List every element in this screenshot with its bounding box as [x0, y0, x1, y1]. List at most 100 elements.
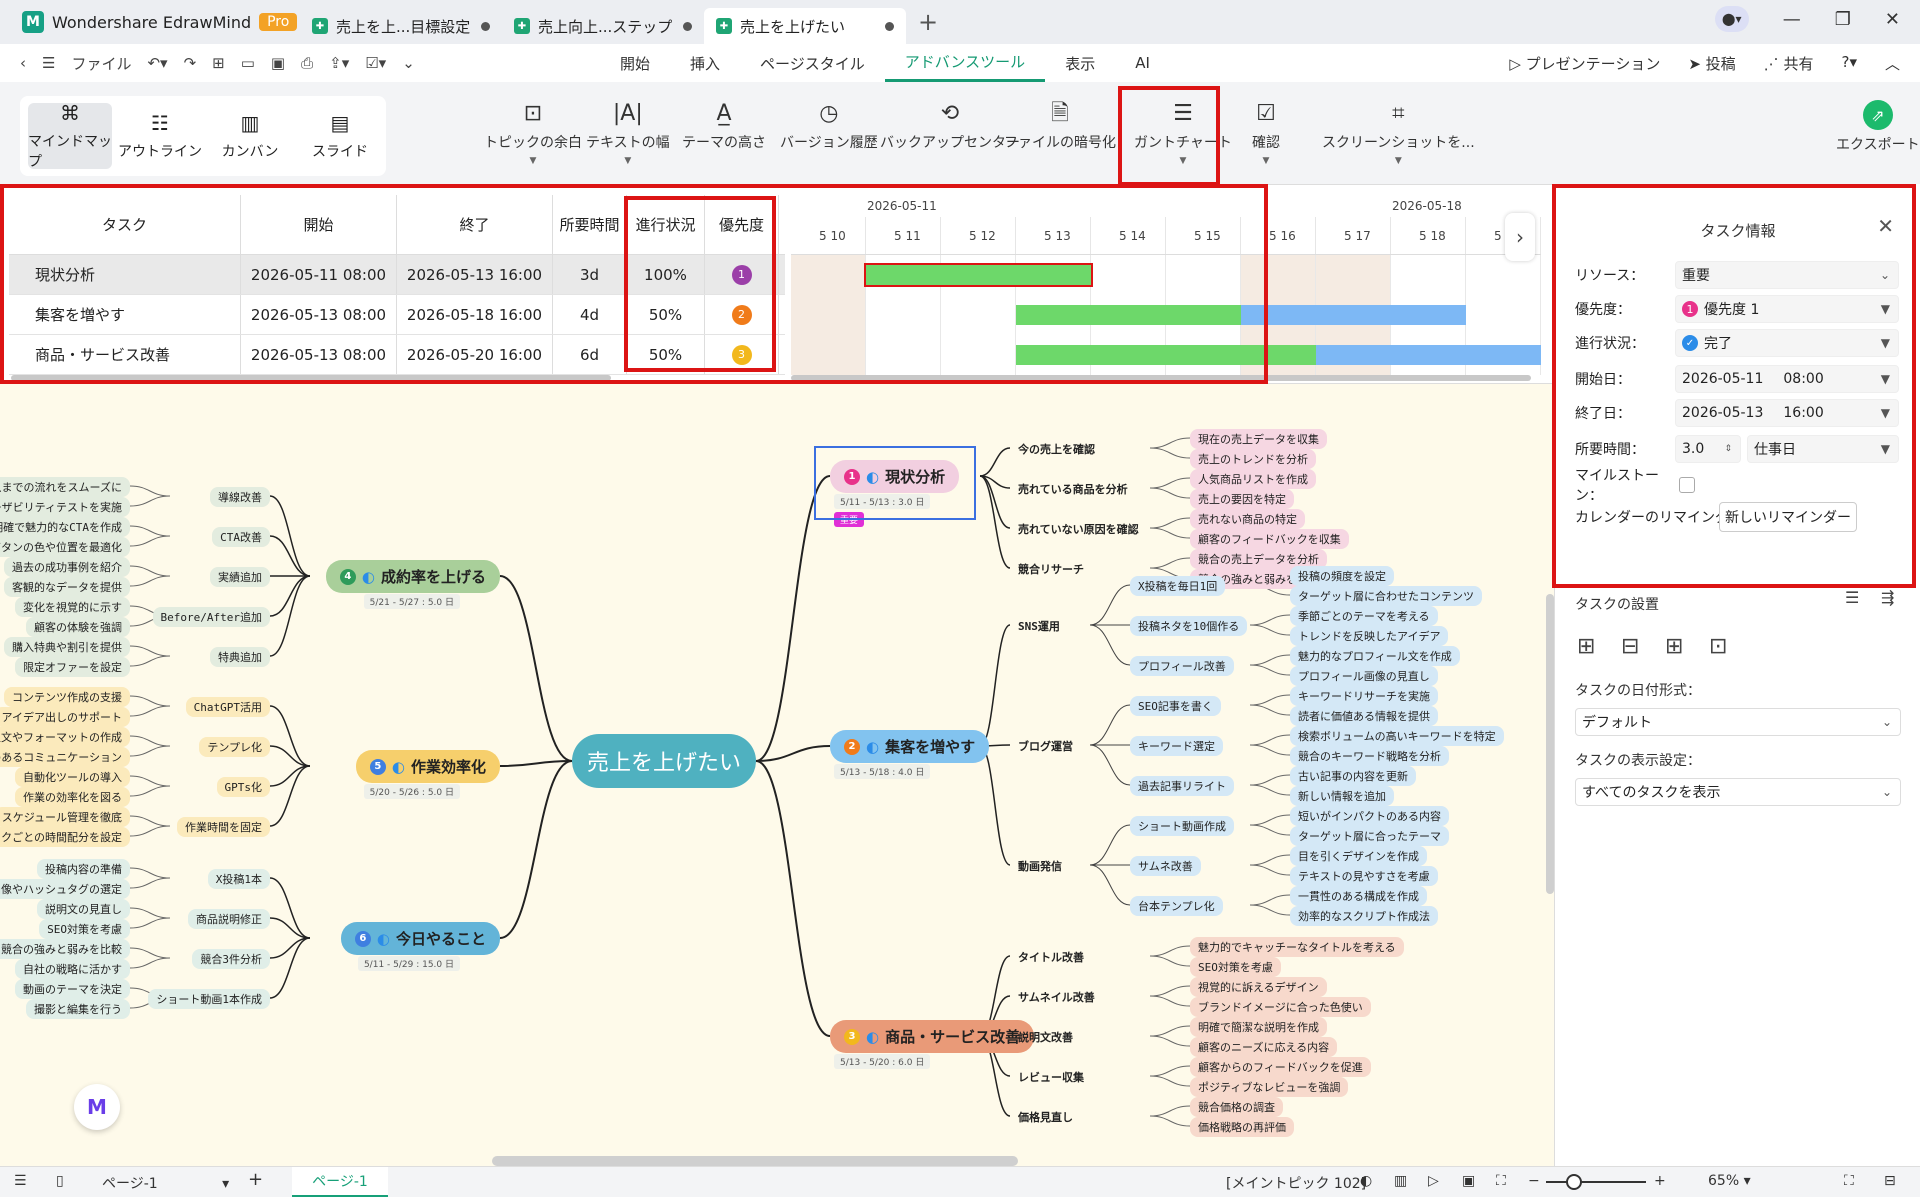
page-list-icon[interactable]: ☰ [14, 1173, 27, 1189]
document-tab-2[interactable]: ✚ 売上向上...ステップ [502, 8, 704, 44]
leaf-topic[interactable]: 魅力的でキャッチーなタイトルを考える [1190, 937, 1404, 957]
add-task-icon[interactable]: ⊞ [1577, 634, 1596, 659]
branch-topic[interactable]: 売れている商品を分析 [1018, 483, 1128, 496]
share-button[interactable]: ⋰ 共有 [1764, 53, 1814, 74]
branch-topic[interactable]: GPTs化 [216, 777, 270, 797]
branch-topic[interactable]: ブログ運営 [1018, 740, 1073, 753]
new-reminder-button[interactable]: 新しいリマインダー [1719, 502, 1857, 532]
branch-topic[interactable]: テンプレ化 [199, 737, 270, 757]
avatar[interactable]: ⬤▾ [1714, 6, 1749, 32]
branch-topic[interactable]: 商品説明修正 [188, 909, 270, 929]
leaf-topic[interactable]: SEO対策を考慮 [39, 919, 130, 939]
gantt-row[interactable]: 現状分析 2026-05-11 08:00 2026-05-13 16:00 3… [9, 255, 785, 295]
leaf-topic[interactable]: 新しい情報を追加 [1290, 786, 1394, 806]
sub-topic[interactable]: 投稿ネタを10個作る [1130, 616, 1248, 636]
gantt-bar[interactable] [864, 263, 1093, 287]
hamburger-icon[interactable]: ☰ [42, 54, 56, 72]
ai-assistant-icon[interactable]: M [74, 1084, 120, 1130]
leaf-topic[interactable]: 価格戦略の再評価 [1190, 1117, 1294, 1137]
branch-topic[interactable]: SNS運用 [1018, 620, 1060, 633]
tab-close-icon[interactable] [683, 21, 692, 31]
branch-topic[interactable]: 競合リサーチ [1018, 563, 1084, 576]
branch-topic[interactable]: 特典追加 [210, 647, 270, 667]
tab-page-style[interactable]: ページスタイル [760, 54, 865, 73]
page-thumbnail-icon[interactable]: ▯ [56, 1173, 64, 1189]
gantt-row[interactable]: 商品・サービス改善 2026-05-13 08:00 2026-05-20 16… [9, 335, 785, 375]
leaf-topic[interactable]: 顧客のニーズに応える内容 [1190, 1037, 1338, 1057]
branch-topic[interactable]: サムネイル改善 [1018, 991, 1095, 1004]
leaf-topic[interactable]: 現在の売上データを収集 [1190, 429, 1327, 449]
leaf-topic[interactable]: 変化を視覚的に示す [15, 597, 130, 617]
leaf-topic[interactable]: 自動化ツールの導入 [15, 767, 130, 787]
play-icon[interactable]: ▷ [1428, 1173, 1439, 1189]
display-setting-select[interactable]: すべてのタスクを表示⌄ [1575, 778, 1901, 806]
gantt-chart-button[interactable]: ☰ガントチャート▼ [1134, 100, 1232, 166]
branch-topic[interactable]: 説明文改善 [1018, 1031, 1073, 1044]
canvas-horizontal-scrollbar[interactable] [492, 1156, 1018, 1166]
main-topic[interactable]: 5◐作業効率化 [355, 750, 500, 783]
header-duration[interactable]: 所要時間 [553, 195, 627, 254]
check-icon[interactable]: ☑▾ [365, 54, 387, 72]
sub-topic[interactable]: 過去記事リライト [1130, 776, 1234, 796]
fullscreen-fit-icon[interactable]: ⛶ [1496, 1173, 1506, 1189]
leaf-topic[interactable]: キーワードリサーチを実施 [1290, 686, 1438, 706]
canvas-vertical-scrollbar[interactable] [1546, 594, 1554, 894]
leaf-topic[interactable]: 目を引くデザインを作成 [1290, 846, 1427, 866]
header-start[interactable]: 開始 [241, 195, 397, 254]
leaf-topic[interactable]: ポジティブなレビューを強調 [1190, 1077, 1349, 1097]
leaf-topic[interactable]: スケジュール管理を徹底 [0, 807, 130, 827]
panel-toggle-icon[interactable]: ⊟ [1884, 1173, 1896, 1189]
sub-topic[interactable]: プロフィール改善 [1130, 656, 1234, 676]
branch-topic[interactable]: ショート動画1本作成 [148, 989, 270, 1009]
header-task[interactable]: タスク [9, 195, 241, 254]
header-priority[interactable]: 優先度 [705, 195, 779, 254]
fullscreen-icon[interactable]: ⛶ [1844, 1173, 1854, 1189]
tab-advanced-tools[interactable]: アドバンスツール [884, 44, 1046, 82]
leaf-topic[interactable]: 一貫性のあるコミュニケーション [0, 747, 130, 767]
sub-topic[interactable]: サムネ改善 [1130, 856, 1201, 876]
tab-view[interactable]: 表示 [1065, 54, 1096, 73]
zoom-out-icon[interactable]: − [1528, 1173, 1540, 1189]
resource-select[interactable]: 重要⌄ [1675, 261, 1899, 289]
branch-topic[interactable]: Before/After追加 [152, 607, 270, 627]
topic-margin-button[interactable]: ⊡トピックの余白▼ [484, 100, 582, 166]
main-topic[interactable]: 6◐今日やること [340, 922, 500, 955]
leaf-topic[interactable]: SEO対策を考慮 [1190, 957, 1281, 977]
leaf-topic[interactable]: 競合価格の調査 [1190, 1097, 1283, 1117]
theme-height-button[interactable]: A̲テーマの高さ [682, 100, 766, 152]
sub-topic[interactable]: 台本テンプレ化 [1130, 896, 1223, 916]
view-kanban[interactable]: ▥カンバン [208, 103, 292, 169]
gantt-row[interactable]: 集客を増やす 2026-05-13 08:00 2026-05-18 16:00… [9, 295, 785, 335]
branch-topic[interactable]: レビュー収集 [1018, 1071, 1084, 1084]
leaf-topic[interactable]: 投稿内容の準備 [37, 859, 130, 879]
zoom-slider[interactable] [1546, 1181, 1646, 1183]
leaf-topic[interactable]: 視覚的に訴えるデザイン [1190, 977, 1327, 997]
version-history-button[interactable]: ◷バージョン履歴 [780, 100, 878, 152]
settings-filter-icon[interactable]: ⇶ [1881, 588, 1895, 607]
main-topic[interactable]: 1◐現状分析 [830, 460, 960, 493]
leaf-topic[interactable]: アイデア出しのサポート [0, 707, 130, 727]
gantt-bar[interactable] [1241, 305, 1466, 325]
tab-close-icon[interactable] [885, 21, 894, 31]
leaf-topic[interactable]: プロフィール画像の見直し [1290, 666, 1438, 686]
branch-topic[interactable]: タイトル改善 [1018, 951, 1084, 964]
leaf-topic[interactable]: 客観的なデータを提供 [4, 577, 130, 597]
table-scrollbar[interactable] [11, 375, 611, 381]
leaf-topic[interactable]: 明確で簡潔な説明を作成 [1190, 1017, 1327, 1037]
text-width-button[interactable]: |A|テキストの幅▼ [586, 100, 670, 166]
leaf-topic[interactable]: 古い記事の内容を更新 [1290, 766, 1416, 786]
zoom-slider-thumb[interactable] [1566, 1174, 1582, 1190]
tab-close-icon[interactable] [481, 21, 490, 31]
collapse-ribbon-icon[interactable]: ︿ [1884, 54, 1900, 73]
leaf-topic[interactable]: ユーザビリティテストを実施 [0, 497, 130, 517]
leaf-topic[interactable]: 動画のテーマを決定 [15, 979, 130, 999]
page-tab[interactable]: ページ-1 [292, 1167, 388, 1197]
backup-center-button[interactable]: ⟲バックアップセンター [880, 100, 1020, 152]
new-tab-button[interactable]: + [918, 8, 939, 36]
leaf-topic[interactable]: 限定オファーを設定 [15, 657, 130, 677]
branch-topic[interactable]: 今の売上を確認 [1018, 443, 1095, 456]
close-window-icon[interactable]: ✕ [1884, 8, 1900, 30]
leaf-topic[interactable]: 効率的なスクリプト作成法 [1290, 906, 1438, 926]
